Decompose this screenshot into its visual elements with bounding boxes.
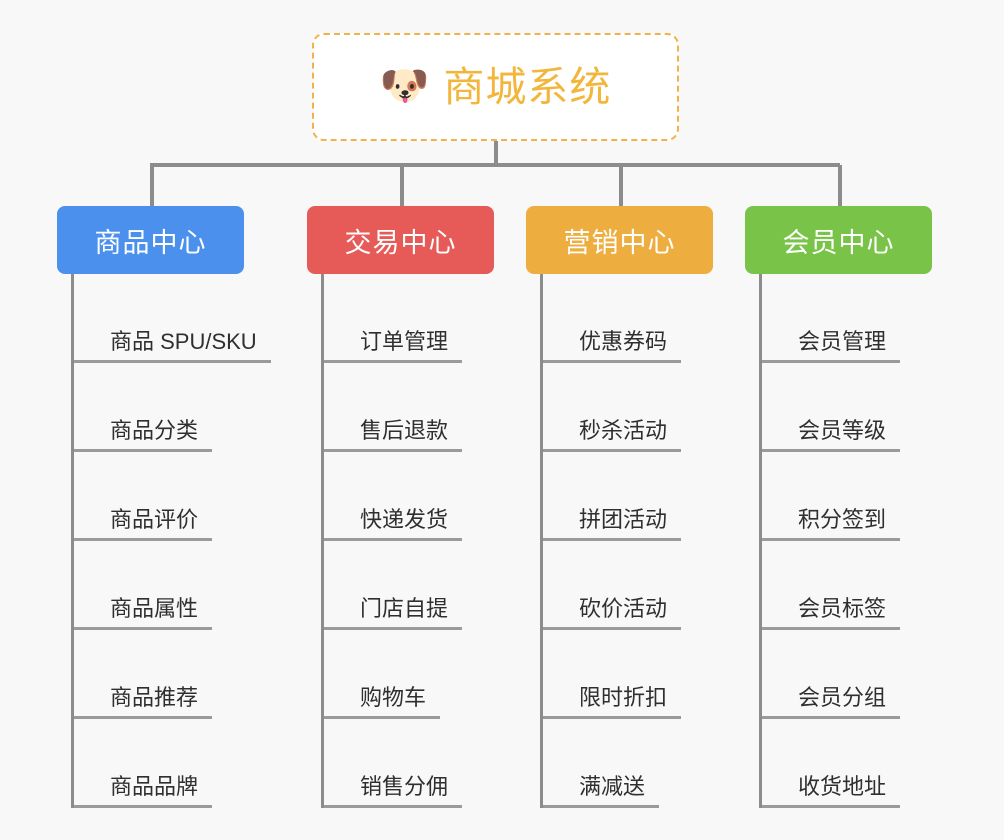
branch-label: 交易中心 (344, 227, 457, 258)
leaf-item[interactable]: 会员标签 (762, 541, 932, 630)
leaf-item[interactable]: 订单管理 (324, 274, 494, 363)
leaf-label: 快递发货 (324, 507, 463, 541)
leaf-label: 商品评价 (74, 507, 213, 541)
branch-label: 营销中心 (563, 227, 676, 258)
leaf-item[interactable]: 商品 SPU/SKU (74, 274, 271, 363)
leaf-label: 秒杀活动 (543, 418, 682, 452)
leaf-label: 商品 SPU/SKU (74, 329, 271, 363)
branch-head-trade-center[interactable]: 交易中心 (307, 206, 494, 274)
branch-label: 会员中心 (782, 227, 895, 258)
branch-label: 商品中心 (94, 227, 207, 258)
connector-root-stem (494, 141, 498, 165)
leaf-item[interactable]: 限时折扣 (543, 630, 713, 719)
leaf-item[interactable]: 秒杀活动 (543, 363, 713, 452)
connector-drop-member-center (838, 165, 842, 206)
branch-spine-member-center: 会员管理会员等级积分签到会员标签会员分组收货地址 (759, 274, 932, 808)
branch-product-center: 商品中心商品 SPU/SKU 商品分类商品评价商品属性商品推荐商品品牌 (57, 206, 271, 808)
leaf-item[interactable]: 购物车 (324, 630, 494, 719)
leaf-label: 商品分类 (74, 418, 213, 452)
leaf-item[interactable]: 商品推荐 (74, 630, 244, 719)
leaf-label: 会员等级 (762, 418, 901, 452)
branch-head-member-center[interactable]: 会员中心 (745, 206, 932, 274)
leaf-item[interactable]: 商品评价 (74, 452, 244, 541)
branch-marketing-center: 营销中心优惠券码秒杀活动拼团活动砍价活动限时折扣满减送 (526, 206, 713, 808)
leaf-item[interactable]: 销售分佣 (324, 719, 494, 808)
leaf-label: 优惠券码 (543, 329, 682, 363)
shiba-dog-icon: 🐶 (379, 64, 430, 108)
branch-member-center: 会员中心会员管理会员等级积分签到会员标签会员分组收货地址 (745, 206, 932, 808)
leaf-item[interactable]: 会员管理 (762, 274, 932, 363)
leaf-item[interactable]: 快递发货 (324, 452, 494, 541)
leaf-label: 订单管理 (324, 329, 463, 363)
leaf-item[interactable]: 满减送 (543, 719, 713, 808)
leaf-label: 会员标签 (762, 596, 901, 630)
leaf-item[interactable]: 收货地址 (762, 719, 932, 808)
leaf-item[interactable]: 商品属性 (74, 541, 244, 630)
leaf-label: 收货地址 (762, 774, 901, 808)
branch-spine-product-center: 商品 SPU/SKU 商品分类商品评价商品属性商品推荐商品品牌 (71, 274, 271, 808)
leaf-label: 砍价活动 (543, 596, 682, 630)
connector-drop-trade-center (400, 165, 404, 206)
branch-head-marketing-center[interactable]: 营销中心 (526, 206, 713, 274)
leaf-label: 限时折扣 (543, 685, 682, 719)
leaf-item[interactable]: 门店自提 (324, 541, 494, 630)
branch-spine-marketing-center: 优惠券码秒杀活动拼团活动砍价活动限时折扣满减送 (540, 274, 713, 808)
leaf-label: 商品品牌 (74, 774, 213, 808)
leaf-item[interactable]: 商品品牌 (74, 719, 244, 808)
leaf-label: 销售分佣 (324, 774, 463, 808)
leaf-item[interactable]: 商品分类 (74, 363, 244, 452)
leaf-label: 积分签到 (762, 507, 901, 541)
leaf-item[interactable]: 优惠券码 (543, 274, 713, 363)
leaf-item[interactable]: 积分签到 (762, 452, 932, 541)
leaf-label: 会员分组 (762, 685, 901, 719)
leaf-item[interactable]: 拼团活动 (543, 452, 713, 541)
leaf-item[interactable]: 会员分组 (762, 630, 932, 719)
leaf-label: 购物车 (324, 685, 441, 719)
branch-spine-trade-center: 订单管理售后退款快递发货门店自提购物车销售分佣 (321, 274, 494, 808)
leaf-label: 门店自提 (324, 596, 463, 630)
leaf-label: 售后退款 (324, 418, 463, 452)
leaf-item[interactable]: 会员等级 (762, 363, 932, 452)
connector-drop-marketing-center (619, 165, 623, 206)
leaf-item[interactable]: 售后退款 (324, 363, 494, 452)
leaf-label: 会员管理 (762, 329, 901, 363)
connector-horizontal-bus (150, 163, 840, 167)
leaf-item[interactable]: 砍价活动 (543, 541, 713, 630)
leaf-label: 拼团活动 (543, 507, 682, 541)
branch-trade-center: 交易中心订单管理售后退款快递发货门店自提购物车销售分佣 (307, 206, 494, 808)
root-node[interactable]: 🐶 商城系统 (312, 33, 679, 141)
leaf-label: 满减送 (543, 774, 660, 808)
branch-head-product-center[interactable]: 商品中心 (57, 206, 244, 274)
leaf-label: 商品推荐 (74, 685, 213, 719)
leaf-label: 商品属性 (74, 596, 213, 630)
connector-drop-product-center (150, 165, 154, 206)
root-title: 商城系统 (443, 63, 612, 110)
